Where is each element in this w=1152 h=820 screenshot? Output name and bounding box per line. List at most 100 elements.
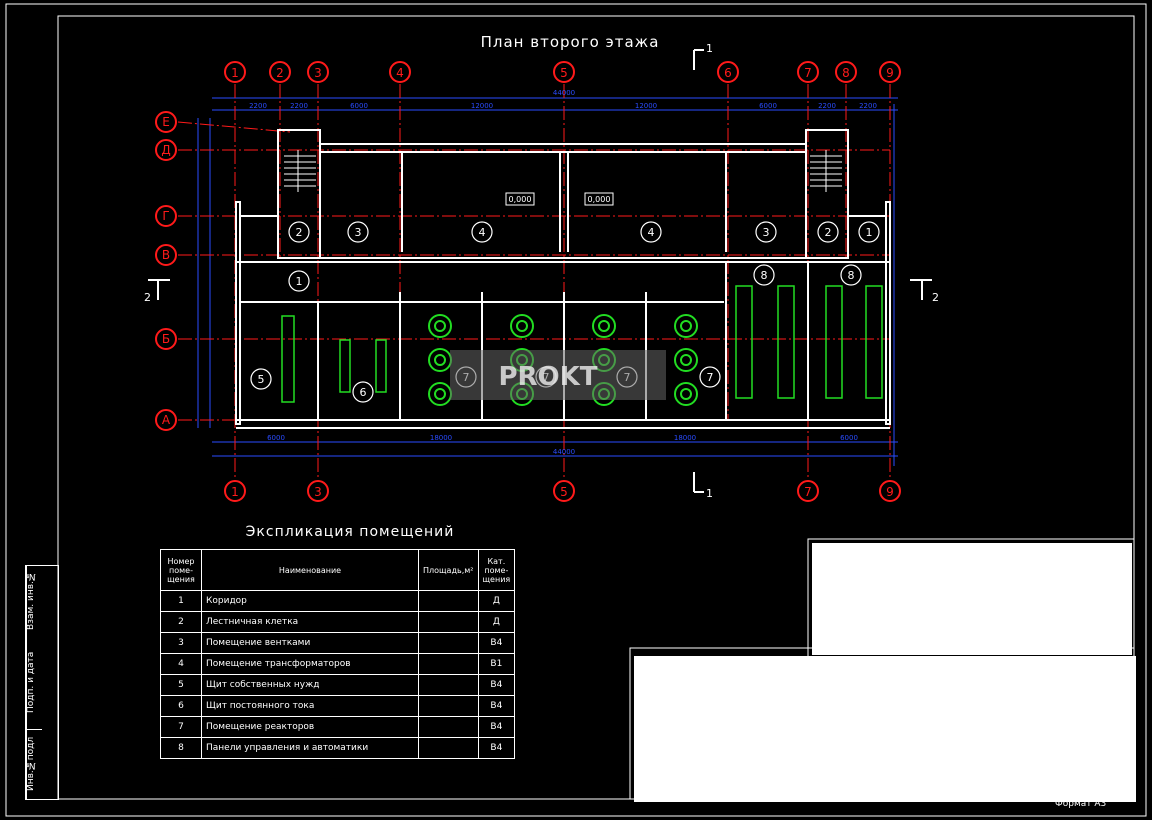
- room-number: 7: [707, 371, 714, 384]
- watermark: PROKT: [498, 362, 597, 392]
- cell-cat: В4: [477, 674, 516, 696]
- axis-label: 5: [560, 66, 568, 80]
- title-block-redacted: [812, 543, 1132, 655]
- axis-bubble: [879, 480, 901, 502]
- reactor: [674, 314, 698, 338]
- axis-label: 7: [804, 66, 812, 80]
- axis-label: 1: [231, 485, 239, 499]
- axis-label: 2: [276, 66, 284, 80]
- drawing-title: План второго этажа: [480, 33, 660, 51]
- reactor: [510, 314, 534, 338]
- axis-bubble: [389, 61, 411, 83]
- reactor: [674, 348, 698, 372]
- stamp-inv-label: Инв.№подл: [26, 729, 42, 800]
- room-marker: [250, 368, 272, 390]
- dimension-text: 6000: [350, 102, 368, 110]
- room-number: 4: [479, 226, 486, 239]
- cell-cat: В4: [477, 716, 516, 738]
- level-mark-box: [584, 192, 614, 206]
- level-mark-box: [505, 192, 535, 206]
- section-mark-label: 1: [706, 487, 713, 500]
- dimension-text: 18000: [430, 434, 452, 442]
- format-label: Формат А3: [1055, 799, 1107, 809]
- axis-label: 9: [886, 485, 894, 499]
- axis-bubble: [155, 111, 177, 133]
- cell-num: 2: [160, 611, 202, 633]
- room-marker: [699, 366, 721, 388]
- explication-table: Номер поме- щения Наименование Площадь,м…: [160, 549, 516, 759]
- axis-label: 6: [724, 66, 732, 80]
- axis-bubble: [155, 139, 177, 161]
- room-marker: [352, 381, 374, 403]
- cell-area: [418, 674, 479, 696]
- axis-label: 4: [396, 66, 404, 80]
- inner-frame: [57, 15, 1135, 800]
- dimension-text: 2200: [290, 102, 308, 110]
- cell-num: 8: [160, 737, 202, 759]
- table-header-row: Номер поме- щения Наименование Площадь,м…: [160, 549, 516, 591]
- cell-area: [418, 632, 479, 654]
- axis-label: 9: [886, 66, 894, 80]
- cell-cat: В1: [477, 653, 516, 675]
- room-number: 8: [848, 269, 855, 282]
- room-number: 4: [648, 226, 655, 239]
- axis-label: Е: [162, 115, 170, 129]
- reactor-core: [434, 388, 446, 400]
- cell-cat: Д: [477, 590, 516, 612]
- header-name: Наименование: [201, 549, 419, 591]
- axis-bubble: [155, 409, 177, 431]
- axis-bubble: [155, 328, 177, 350]
- section-marks: [148, 49, 932, 493]
- stamp-replace-label: Взам. инв.№: [26, 571, 36, 631]
- reactor-core: [434, 354, 446, 366]
- axis-label: 1: [231, 66, 239, 80]
- reactor: [428, 348, 452, 372]
- axis-bubble: [553, 480, 575, 502]
- level-mark: 0,000: [509, 195, 532, 204]
- room-marker: [840, 264, 862, 286]
- dimension-text: 18000: [674, 434, 696, 442]
- axis-label: Д: [161, 143, 170, 157]
- axis-bubble: [879, 61, 901, 83]
- cell-cat: Д: [477, 611, 516, 633]
- cell-area: [418, 716, 479, 738]
- reactor: [674, 382, 698, 406]
- cell-num: 4: [160, 653, 202, 675]
- dimension-text: 12000: [635, 102, 657, 110]
- cell-name: Помещение трансформаторов: [201, 653, 419, 675]
- cell-area: [418, 737, 479, 759]
- reactor-core: [598, 320, 610, 332]
- room-number: 3: [763, 226, 770, 239]
- cell-name: Щит собственных нужд: [201, 674, 419, 696]
- axis-bubble: [224, 480, 246, 502]
- axis-label: 3: [314, 485, 322, 499]
- cell-num: 6: [160, 695, 202, 717]
- reactor-core: [680, 388, 692, 400]
- dimension-text: 2200: [818, 102, 836, 110]
- header-cat: Кат. поме- щения: [477, 549, 516, 591]
- header-num: Номер поме- щения: [160, 549, 202, 591]
- reactor: [592, 314, 616, 338]
- axis-bubble: [155, 244, 177, 266]
- axis-bubble: [307, 61, 329, 83]
- cell-area: [418, 590, 479, 612]
- side-stamp: Инв.№подл Подп. и дата Взам. инв.№: [25, 565, 59, 800]
- cell-name: Лестничная клетка: [201, 611, 419, 633]
- axis-bubble: [224, 61, 246, 83]
- dimension-text: 2200: [859, 102, 877, 110]
- room-number: 1: [866, 226, 873, 239]
- axis-label: 7: [804, 485, 812, 499]
- axis-label: 8: [842, 66, 850, 80]
- title-block-redacted: [634, 656, 1136, 802]
- dimension-overall: 44000: [553, 89, 575, 97]
- cell-cat: В4: [477, 695, 516, 717]
- stairs: [284, 150, 842, 192]
- cell-name: Панели управления и автоматики: [201, 737, 419, 759]
- cell-num: 7: [160, 716, 202, 738]
